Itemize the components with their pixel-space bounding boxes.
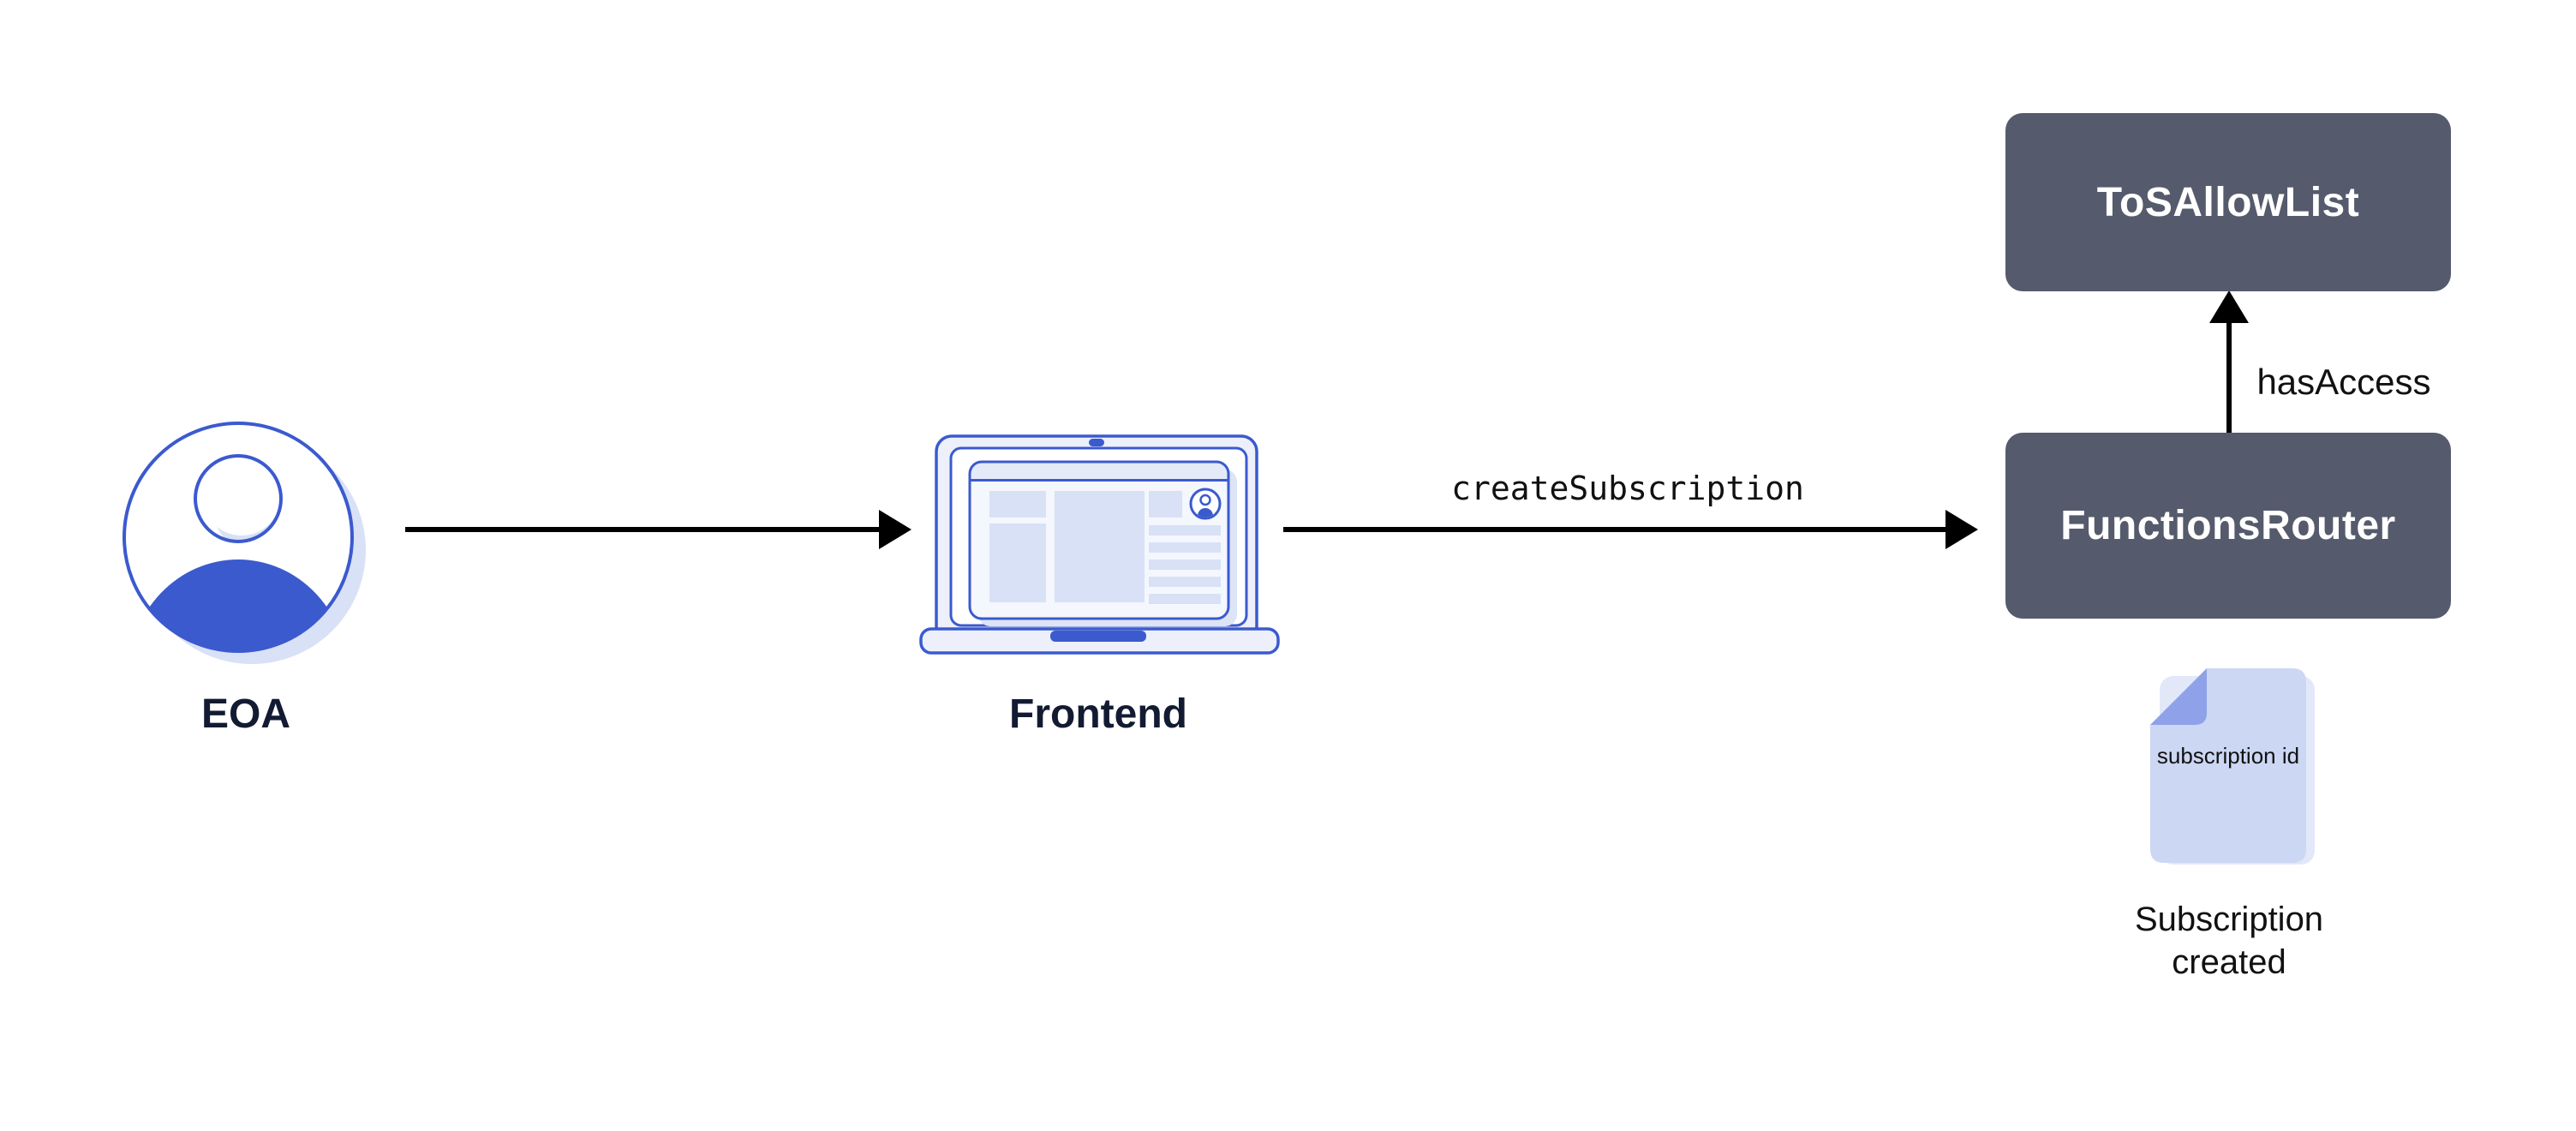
arrowhead-right-icon xyxy=(879,510,911,549)
browser-window xyxy=(968,460,1230,620)
arrow-eoa-to-frontend xyxy=(405,510,911,549)
tos-allow-list-label: ToSAllowList xyxy=(2096,179,2360,225)
create-subscription-edge-label: createSubscription xyxy=(1451,470,1804,507)
frontend-label: Frontend xyxy=(1009,691,1187,737)
node-functions-router: FunctionsRouter xyxy=(2005,433,2451,619)
arrow-frontend-to-router xyxy=(1283,510,1978,549)
doc-folded-corner xyxy=(2150,668,2207,725)
subscription-created-caption: Subscription created xyxy=(2134,901,2324,981)
subscription-doc-icon xyxy=(2150,668,2315,865)
functions-router-label: FunctionsRouter xyxy=(2060,503,2396,548)
eoa-avatar-icon xyxy=(123,422,366,664)
browser-topbar xyxy=(970,462,1228,479)
has-access-edge-label: hasAccess xyxy=(2256,362,2431,402)
frontend-laptop-icon xyxy=(919,434,1280,655)
avatar-body xyxy=(129,560,348,651)
laptop-notch xyxy=(1050,631,1146,642)
arrow-router-to-tos xyxy=(2209,290,2249,433)
arrowhead-right-icon xyxy=(1945,510,1978,549)
node-tos-allow-list: ToSAllowList xyxy=(2005,113,2451,291)
laptop-webcam xyxy=(1089,439,1104,446)
arrowhead-up-icon xyxy=(2209,290,2249,323)
eoa-label: EOA xyxy=(200,691,290,737)
avatar-head xyxy=(194,454,283,543)
subscription-id-doc-text: subscription id xyxy=(2156,743,2300,769)
